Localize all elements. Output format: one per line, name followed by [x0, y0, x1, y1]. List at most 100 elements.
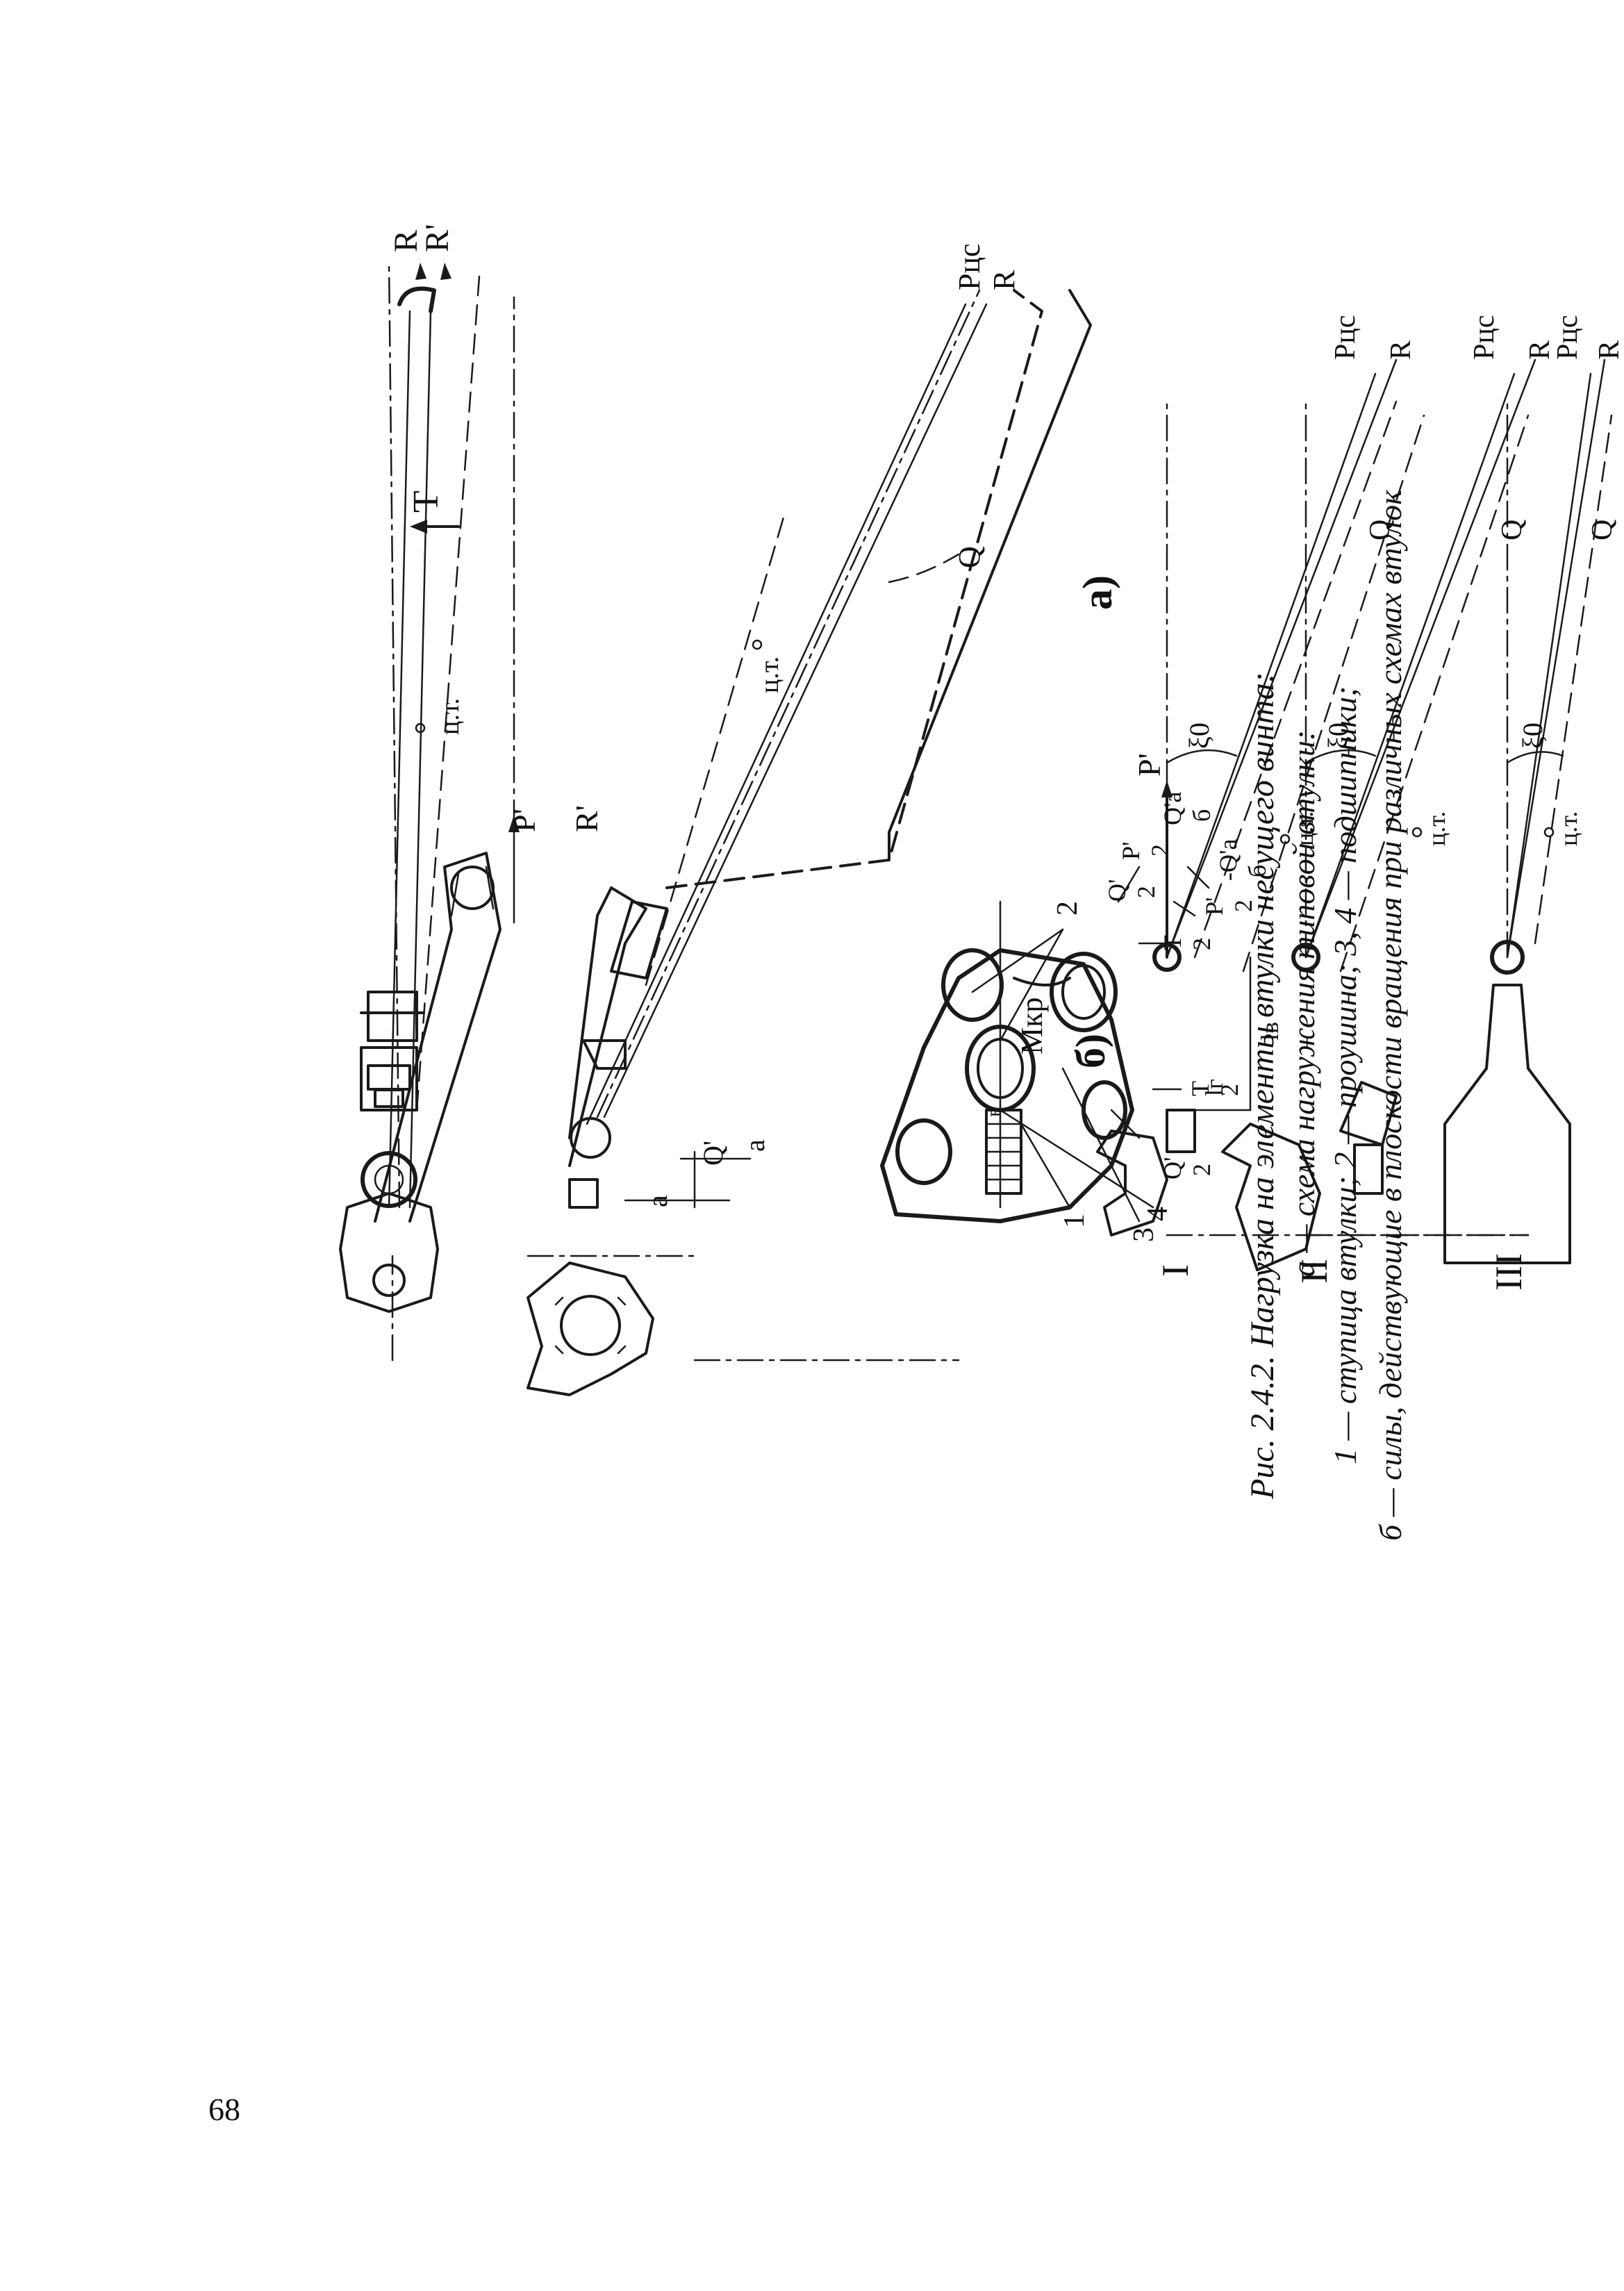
label-frac-Qa-top-den: б: [1188, 809, 1216, 822]
label-force-P-prime-side: P': [506, 809, 542, 832]
scheme-II-hub: [1221, 1123, 1321, 1271]
label-part-3: 3: [1128, 1227, 1160, 1242]
label-frac-Qa-mid-den: б: [1243, 865, 1271, 877]
caption-line-b: б — силы, действующие в плоскости вращен…: [1373, 490, 1408, 1541]
label-scheme-I-R: R: [1385, 340, 1417, 360]
label-scheme-I-angle: ξ0: [1184, 722, 1215, 749]
lug-hole-bottom: [1082, 1080, 1127, 1140]
scheme-III-R: [1506, 358, 1606, 959]
label-force-T: T: [406, 490, 446, 513]
side-arm: [568, 886, 647, 1167]
label-scheme-III-R: R: [1593, 340, 1624, 360]
label-scheme-I-lg: lг: [1200, 1079, 1228, 1096]
label-frac-P-mid-num: P': [1200, 897, 1228, 916]
label-frac-Q-low-num: Q': [1159, 1157, 1186, 1180]
scheme-III-Q: [1534, 414, 1613, 945]
scheme-II-R: [1304, 358, 1536, 959]
label-roman-I: I: [1154, 1264, 1196, 1277]
torque-arrow: [1013, 977, 1071, 986]
label-frac-Q-top-den: 2: [1132, 886, 1160, 898]
scheme-II-arm: [1339, 1081, 1398, 1146]
scheme-II-cg: [1411, 827, 1423, 838]
figure-a-hub-detail: [880, 866, 1210, 1223]
scheme-I-Pcs: [1166, 372, 1377, 959]
label-frac-Q-top-num: Q': [1103, 879, 1131, 902]
label-panel-b: б): [1068, 1034, 1113, 1068]
label-scheme-II-angle: ξ0: [1323, 722, 1354, 749]
figure-b-scheme-II: [1221, 358, 1536, 1271]
label-frac-T-low-num: T: [1186, 1081, 1214, 1096]
leader-2b: [999, 928, 1064, 1042]
lug-hole-top: [941, 948, 1004, 1022]
hub-detail-body: [880, 948, 1134, 1223]
scheme-II-block: [1353, 1143, 1384, 1195]
scheme-II-hinge: [1291, 943, 1320, 972]
bearing-3-inner: [1061, 964, 1106, 1020]
leader-1: [1020, 1123, 1071, 1209]
blade-section-curve: [888, 553, 960, 584]
scheme-I-angle-arc: [1166, 749, 1238, 764]
label-scheme-II-R: R: [1524, 340, 1556, 360]
label-scheme-II-Q: Q: [1496, 520, 1528, 540]
blade-line-2: [408, 310, 432, 1209]
hub-arm-pin: [450, 866, 495, 910]
side-dashed-1: [645, 511, 786, 986]
scheme-III-Pcs: [1506, 372, 1592, 959]
label-dim-a-lower: a: [739, 1139, 770, 1152]
force-R-prime-arrowhead: [440, 263, 451, 280]
label-scheme-III-cg: ц.т.: [1555, 811, 1582, 846]
label-cg-top: ц.т.: [436, 698, 465, 735]
label-dim-a-upper: a: [642, 1195, 673, 1207]
hub-side-outline: [527, 1262, 654, 1396]
label-force-Q-prime-side: Q': [697, 1141, 729, 1166]
label-force-Pcs-side: Pцс: [952, 243, 986, 290]
hub-clamp-1-bolt2: [367, 1064, 411, 1091]
label-scheme-I-Q: Q: [1364, 520, 1396, 540]
label-force-Q-side: Q: [952, 546, 986, 568]
label-frac-P-top-den: 2: [1146, 844, 1174, 857]
label-force-R-top: R: [388, 230, 424, 252]
scheme-I-blade: [1242, 414, 1425, 973]
caption-title: Рис. 2.4.2. Нагрузка на элементы втулки …: [1244, 672, 1281, 1499]
label-scheme-I-cg: ц.т.: [1291, 811, 1318, 846]
figure-b-scheme-III: [1443, 358, 1613, 1264]
scheme-III-cg: [1543, 827, 1555, 838]
label-frac-Q-low-den: 2: [1188, 1164, 1216, 1176]
hub-side-block: [568, 1178, 599, 1209]
label-bearing-mark: в: [982, 1107, 1005, 1117]
caption-line-parts: 1 — ступица втулки; 2 — проушина; 3, 4 —…: [1327, 686, 1363, 1464]
blade-dashed-line: [415, 275, 481, 1111]
label-scheme-I-Pcs: Pцс: [1329, 315, 1361, 360]
scheme-III-angle-arc: [1506, 751, 1564, 764]
figure-a-side-view: [508, 289, 1092, 1396]
side-blade-axis: [596, 289, 981, 1118]
blade-axis-line: [388, 261, 401, 1209]
leader-2a: [971, 928, 1064, 993]
hub-side-gear: [560, 1295, 621, 1356]
hub-clamp-1: [360, 1046, 418, 1111]
bearing-3-outer: [1050, 952, 1118, 1032]
hub-arm-outline: [374, 852, 502, 1223]
scheme-II-Q: [1339, 414, 1530, 973]
leader-4: [999, 1109, 1154, 1209]
label-roman-II: II: [1293, 1259, 1335, 1284]
lug-hole-left: [895, 1118, 952, 1185]
label-scheme-III-Q: Q: [1586, 520, 1618, 540]
label-scheme-III-Pcs: Pцс: [1552, 315, 1584, 360]
force-P-top-arrow: [1117, 866, 1141, 903]
label-scheme-II-cg: ц.т.: [1423, 811, 1450, 846]
label-force-R-side: R: [987, 270, 1021, 290]
label-part-1: 1: [1059, 1214, 1091, 1228]
side-blade-line-1: [586, 303, 967, 1125]
label-panel-a: а): [1075, 575, 1120, 610]
scheme-I-P-prime-arrowhead: [1161, 780, 1173, 797]
page-number: 68: [208, 2092, 240, 2127]
label-roman-III: III: [1488, 1253, 1530, 1291]
label-scheme-III-angle: ξ0: [1517, 722, 1548, 749]
force-Q-low-arrow: [1110, 1109, 1141, 1139]
scheme-III-hub: [1443, 984, 1571, 1264]
label-frac-T-low-den: 2: [1216, 1084, 1243, 1096]
